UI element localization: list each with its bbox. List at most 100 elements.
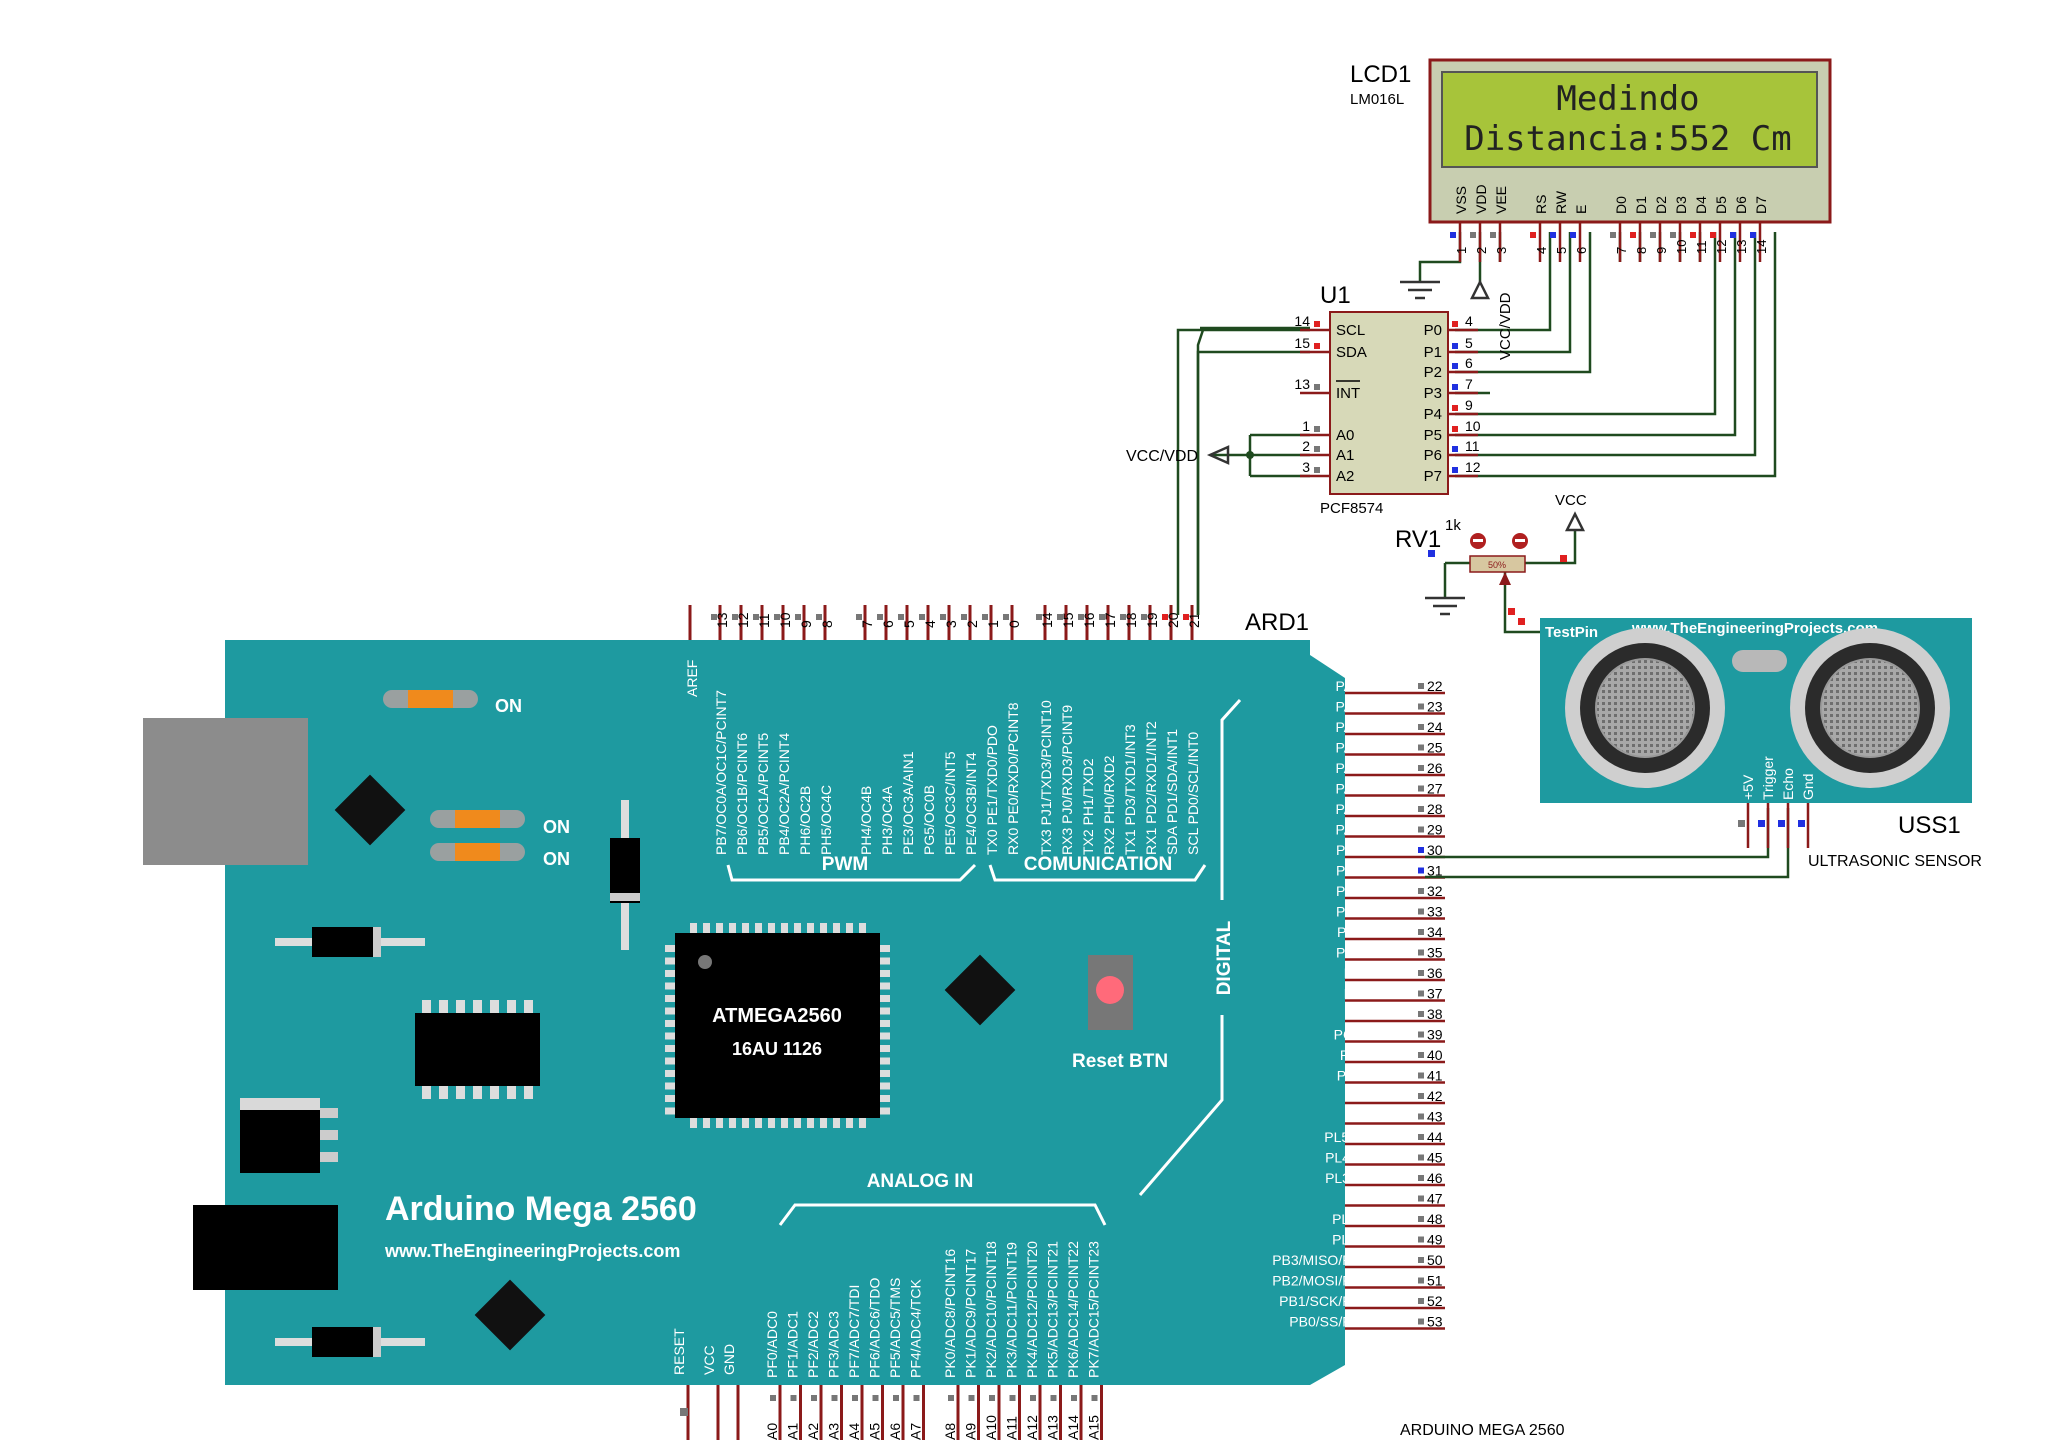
chip-lead xyxy=(742,923,749,933)
pin-state xyxy=(1418,1154,1424,1161)
pin-number: 18 xyxy=(1123,612,1139,628)
pin-name: PB3/MISO/PCINT3 xyxy=(1272,1252,1392,1268)
pin-state xyxy=(1630,232,1636,238)
pin-state xyxy=(680,1408,688,1416)
pin-state xyxy=(1418,949,1424,956)
lcd-pin-number: 7 xyxy=(1614,247,1629,254)
lcd-model: LM016L xyxy=(1350,91,1404,108)
chip-lead xyxy=(524,1000,533,1013)
pin-number: 0 xyxy=(1006,620,1022,628)
pin-state xyxy=(1418,1093,1424,1099)
pin-name: PK5/ADC13/PCINT21 xyxy=(1045,1241,1061,1378)
chip-lead xyxy=(439,1086,448,1099)
lcd-pin-number: 4 xyxy=(1534,247,1549,254)
pin-state xyxy=(1418,888,1424,894)
pin-number: 30 xyxy=(1427,842,1443,858)
pin-state xyxy=(1314,426,1320,432)
pin-state xyxy=(1314,446,1320,452)
pin-number: A9 xyxy=(963,1423,979,1440)
chip-lead xyxy=(665,1107,675,1115)
u1-pin-name: SCL xyxy=(1336,322,1365,339)
pin-name: PL6 xyxy=(1367,1109,1392,1125)
chip-lead xyxy=(880,1082,890,1090)
u1-pin-number: 4 xyxy=(1465,313,1473,329)
pin-state xyxy=(1670,232,1676,238)
pin-state xyxy=(1452,405,1458,411)
pin-state xyxy=(1418,806,1424,812)
pin-state xyxy=(1091,1395,1098,1401)
pin-name: PK3/ADC11/PCINT19 xyxy=(1004,1242,1020,1378)
pin-state xyxy=(1418,1298,1424,1304)
pin-name: PA4/AD4 xyxy=(1335,760,1392,776)
lcd-pin-label: D2 xyxy=(1653,196,1669,214)
pin-state xyxy=(1418,1113,1424,1120)
pin-name: SDA PD1/SDA/INT1 xyxy=(1164,729,1180,855)
potentiometer-rv1[interactable]: 50% RV1 1k VCC xyxy=(1395,492,1587,625)
u1-pin-name: P1 xyxy=(1424,344,1442,361)
pin-state xyxy=(989,1395,995,1401)
u1-addr-power-label: VCC/VDD xyxy=(1126,448,1198,465)
u1-pins: 14SCL15SDA13INT1A02A13A24P05P16P27P39P41… xyxy=(1294,313,1480,485)
u1-pin-name: A1 xyxy=(1336,447,1354,464)
analog-bracket xyxy=(778,1203,1107,1226)
pwm-label: PWM xyxy=(822,854,868,875)
pin-state xyxy=(1120,614,1126,620)
pin-name: PG5/OC0B xyxy=(921,785,937,855)
pin-state xyxy=(1452,426,1458,432)
pin-number: A6 xyxy=(887,1423,903,1440)
lcd-pin-label: D7 xyxy=(1753,196,1769,214)
pin-state xyxy=(1071,1395,1077,1401)
pin-number: A11 xyxy=(1004,1416,1020,1440)
pin-number: 46 xyxy=(1427,1170,1443,1186)
pin-number: 16 xyxy=(1081,612,1097,628)
chip-lead xyxy=(422,1086,431,1099)
pin-state xyxy=(877,614,883,620)
ground-symbol-rv1 xyxy=(1425,596,1465,616)
chip-lead xyxy=(794,923,801,933)
pin-state xyxy=(898,614,904,620)
pin-number: 42 xyxy=(1427,1088,1443,1104)
pin-state xyxy=(732,614,738,620)
pin-state xyxy=(774,614,780,620)
chip-lead xyxy=(880,1045,890,1052)
u1-pin-number: 13 xyxy=(1294,376,1310,392)
pin-name: PL2/T5 xyxy=(1347,1191,1392,1207)
pin-name: PF3/ADC3 xyxy=(826,1311,842,1378)
led-label-2: ON xyxy=(543,817,570,837)
lcd-pin-number: 1 xyxy=(1454,247,1469,254)
arduino-footer: ARDUINO MEGA 2560 xyxy=(1400,1422,1565,1439)
pin-name: PB5/OC1A/PCINT5 xyxy=(755,733,771,855)
pin-name: PL5/OC5C xyxy=(1324,1129,1392,1145)
pin-state xyxy=(1650,232,1656,238)
pin-state xyxy=(1050,1395,1057,1401)
u1-pin-name: SDA xyxy=(1336,344,1367,361)
pin-state xyxy=(1036,614,1042,620)
u1-pin-name: P0 xyxy=(1424,322,1442,339)
pin-name: PE5/OC3C/INT5 xyxy=(942,751,958,855)
pin-state xyxy=(948,1395,954,1401)
pin-name: PH6/OC2B xyxy=(797,786,813,855)
pin-state xyxy=(872,1395,879,1401)
lcd-display: Medindo Distancia:552 Cm VSS1VDD2VEE3RS4… xyxy=(1350,58,1832,262)
pin-name: PA1/AD1 xyxy=(1335,699,1392,715)
chip-lead xyxy=(794,1118,801,1128)
pin-name: PF2/ADC2 xyxy=(805,1311,821,1378)
chip-lead xyxy=(880,995,890,1002)
pin-number: 7 xyxy=(859,620,875,628)
chip-lead xyxy=(880,1107,890,1115)
chip-lead xyxy=(880,982,890,990)
chip-lead xyxy=(665,1045,675,1052)
led-label-1: ON xyxy=(495,696,522,716)
chip-lead xyxy=(880,970,890,977)
pin-number: 52 xyxy=(1427,1293,1443,1309)
pin-state xyxy=(1452,321,1458,327)
lcd-pin-number: 13 xyxy=(1734,240,1749,254)
pin-number: 19 xyxy=(1144,612,1160,628)
lcd-pin-label: D4 xyxy=(1693,196,1709,214)
pin-state xyxy=(1314,343,1320,349)
pin-state xyxy=(795,614,801,620)
uss-desc: ULTRASONIC SENSOR xyxy=(1808,853,1982,870)
lcd-vdd-label: VCC/VDD xyxy=(1497,292,1514,360)
pin-state xyxy=(893,1395,899,1401)
reset-button[interactable] xyxy=(1088,955,1133,1030)
